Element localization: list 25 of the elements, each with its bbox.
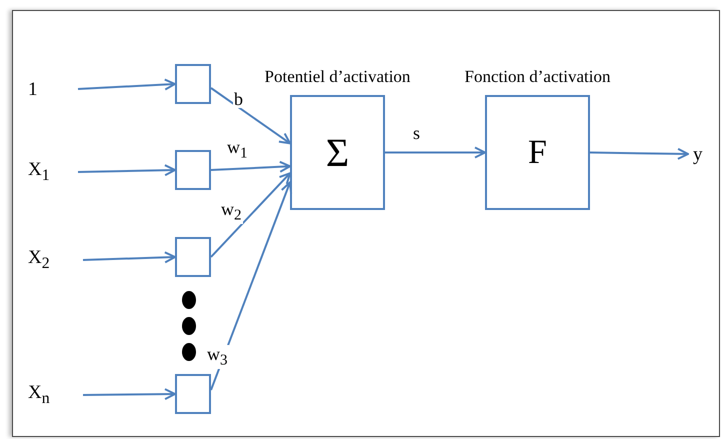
arrow [82,388,176,400]
arrow [210,160,291,173]
weight-box [175,374,211,414]
arrow [210,181,292,390]
weight-box [175,237,211,277]
arrow [78,164,176,176]
box-heading: Fonction d’activation [464,67,610,87]
edge-label: w$_{3}$ [206,345,228,369]
box-heading: Potentiel d’activation [264,67,410,87]
arrow [590,148,689,160]
variable-label: X$_{2}$ [28,248,83,272]
function-symbol: F [528,136,547,170]
variable-label: X$_{1}$ [28,160,78,184]
function-symbol: Σ [326,132,350,172]
weight-box [175,64,211,104]
variable-label: y [688,142,710,166]
variable-label: 1 [28,78,78,100]
arrow [82,251,176,264]
arrow [210,87,291,144]
edge-label: b [233,90,244,108]
arrow [210,172,291,258]
arrow [385,146,486,158]
arrow [78,78,176,90]
weight-box [175,150,211,190]
variable-label: X$_{n}$ [28,383,83,407]
